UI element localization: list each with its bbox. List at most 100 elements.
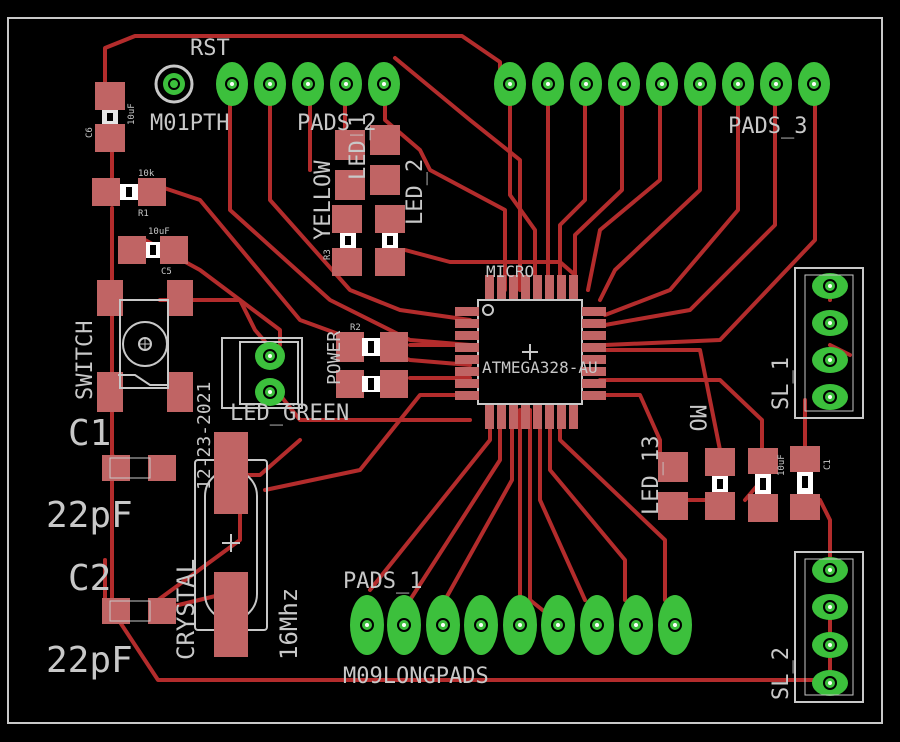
switch-footprint [97,280,193,412]
through-hole-pad [330,62,362,106]
chip-pin [582,391,606,400]
through-hole-pad [760,62,792,106]
through-hole-pad [812,347,848,373]
chip-pin [582,319,606,328]
chip-pin [509,405,518,429]
chip-pin [497,405,506,429]
label-c2: C2 [68,558,111,599]
capacitor-c2 [102,598,176,624]
label-c6-value: 10uF [127,103,137,125]
through-hole-pad [494,62,526,106]
through-hole-pad [350,595,384,655]
capacitor-c5 [118,236,188,264]
sl2-terminal [794,551,864,703]
through-hole-pad [426,595,460,655]
led-yellow-footprint [332,125,405,276]
through-hole-pad [580,595,614,655]
through-hole-pad [608,62,640,106]
label-r1-value: 10k [138,169,155,179]
board-outline [7,17,883,724]
label-freq: 16Mhz [275,588,303,660]
through-hole-pad [658,595,692,655]
through-hole-pad [812,594,848,620]
through-hole-pad [812,384,848,410]
through-hole-pad [292,62,324,106]
through-hole-pad [812,670,848,696]
through-hole-pad [368,62,400,106]
chip-pin [455,331,479,340]
label-m01pth: M01PTH [150,111,229,136]
label-micro: MICRO [486,262,534,281]
label-led-13: LED_13 [639,436,664,515]
chip-pin [533,275,542,299]
label-c6: C6 [85,127,95,138]
through-hole-pad [255,378,285,406]
resistor-r2 [336,332,408,398]
label-c1-small-value: 10uF [777,454,787,476]
through-hole-pad [532,62,564,106]
chip-pin [582,367,606,376]
atmega-chip [455,275,606,429]
label-r2: R2 [350,323,361,333]
label-c5-value: 10uF [148,227,170,237]
label-pads-2: PADS_2 [297,111,376,136]
chip-pin [533,405,542,429]
through-hole-pad [255,342,285,370]
chip-pin [455,319,479,328]
through-hole-pad [216,62,248,106]
crystal-footprint [194,432,268,657]
label-c1-value: 22pF [46,495,133,536]
through-hole-pad [464,595,498,655]
chip-pin [569,275,578,299]
resistor-r1 [92,178,166,206]
sl1-terminal [794,267,864,419]
through-hole-pad [646,62,678,106]
label-date: 12-23-2021 [194,382,215,490]
chip-pin [569,405,578,429]
through-hole-pad [503,595,537,655]
label-crystal: CRYSTAL [172,559,200,660]
through-hole-pad [541,595,575,655]
chip-pin [557,275,566,299]
chip-pin [557,405,566,429]
chip-pin [455,379,479,388]
chip-pin [582,307,606,316]
chip-pin [455,367,479,376]
chip-pin [521,275,530,299]
through-hole-pad [684,62,716,106]
chip-pin [509,275,518,299]
label-atmega: ATMEGA328-AU [482,358,598,377]
label-led-2: LED_2 [403,159,428,225]
label-r1: R1 [138,209,149,219]
chip-pin [455,391,479,400]
chip-pin [521,405,530,429]
label-led-1: LED_1 [346,114,371,180]
chip-pin [582,379,606,388]
chip-pin [485,405,494,429]
chip-pin [582,355,606,364]
chip-pin [582,343,606,352]
label-led-green: LED_GREEN [230,401,349,426]
label-c5: C5 [161,267,172,277]
chip-pin [455,355,479,364]
label-c1-small: C1 [823,459,833,470]
through-hole-pad [812,632,848,658]
chip-pin [497,275,506,299]
through-hole-pads [154,62,848,696]
label-sl-1: SL_1 [769,357,794,410]
label-yellow: YELLOW [311,160,336,240]
label-r3: R3 [323,249,333,260]
label-pads-3: PADS_3 [728,114,807,139]
label-c1: C1 [68,413,111,454]
through-hole-pad [387,595,421,655]
capacitor-c6 [95,82,125,152]
through-hole-pad [798,62,830,106]
chip-pin [545,275,554,299]
label-switch: SWITCH [73,321,98,400]
chip-pin [455,307,479,316]
capacitor-c1 [102,455,176,481]
through-hole-pad [619,595,653,655]
label-m09longpads: M09LONGPADS [343,664,489,689]
led-13-footprint [658,446,820,522]
